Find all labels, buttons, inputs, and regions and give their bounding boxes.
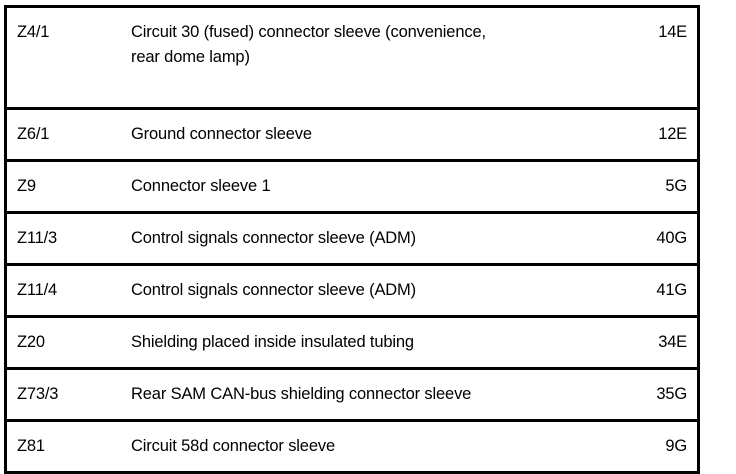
description-line: Ground connector sleeve xyxy=(131,125,312,143)
component-code: Z11/3 xyxy=(17,229,57,247)
component-code: Z81 xyxy=(17,437,45,455)
description-line: Control signals connector sleeve (ADM) xyxy=(131,281,416,299)
component-code: Z6/1 xyxy=(17,125,50,143)
grid-reference: 14E xyxy=(658,23,687,41)
description-line: Circuit 58d connector sleeve xyxy=(131,437,335,455)
component-description: Connector sleeve 1 xyxy=(131,174,627,199)
component-code: Z11/4 xyxy=(17,281,57,299)
table-row: Z73/3 Rear SAM CAN-bus shielding connecto… xyxy=(7,370,697,422)
component-description: Ground connector sleeve xyxy=(131,122,627,147)
description-line: Control signals connector sleeve (ADM) xyxy=(131,229,416,247)
description-line: Shielding placed inside insulated tubing xyxy=(131,333,414,351)
description-line: Rear SAM CAN-bus shielding connector sle… xyxy=(131,385,472,403)
grid-reference: 34E xyxy=(658,333,687,351)
component-description: Shielding placed inside insulated tubing xyxy=(131,330,627,355)
grid-reference: 35G xyxy=(656,385,687,403)
table-row: Z81 Circuit 58d connector sleeve 9G xyxy=(7,422,697,471)
table-row: Z11/4 Control signals connector sleeve (A… xyxy=(7,266,697,318)
component-code: Z4/1 xyxy=(17,23,50,41)
table-row: Z11/3 Control signals connector sleeve (A… xyxy=(7,214,697,266)
grid-reference: 12E xyxy=(658,125,687,143)
table-row: Z9 Connector sleeve 1 5G xyxy=(7,162,697,214)
component-code: Z73/3 xyxy=(17,385,59,403)
description-line: rear dome lamp) xyxy=(131,48,250,66)
component-description: Circuit 30 (fused) connector sleeve (con… xyxy=(131,20,627,70)
component-description: Control signals connector sleeve (ADM) xyxy=(131,226,627,251)
component-description: Circuit 58d connector sleeve xyxy=(131,434,627,459)
component-code: Z9 xyxy=(17,177,36,195)
component-description: Rear SAM CAN-bus shielding connector sle… xyxy=(131,382,627,407)
component-description: Control signals connector sleeve (ADM) xyxy=(131,278,627,303)
page-canvas: Z4/1 Circuit 30 (fused) connector sleeve … xyxy=(4,5,700,474)
grid-reference: 41G xyxy=(656,281,687,299)
table-row: Z6/1 Ground connector sleeve 12E xyxy=(7,110,697,162)
table-row: Z4/1 Circuit 30 (fused) connector sleeve … xyxy=(7,8,697,110)
component-legend-table: Z4/1 Circuit 30 (fused) connector sleeve … xyxy=(4,5,700,474)
grid-reference: 5G xyxy=(665,177,687,195)
description-line: Connector sleeve 1 xyxy=(131,177,271,195)
component-code: Z20 xyxy=(17,333,45,351)
table-row: Z20 Shielding placed inside insulated tub… xyxy=(7,318,697,370)
grid-reference: 40G xyxy=(656,229,687,247)
description-line: Circuit 30 (fused) connector sleeve (con… xyxy=(131,23,486,41)
grid-reference: 9G xyxy=(665,437,687,455)
